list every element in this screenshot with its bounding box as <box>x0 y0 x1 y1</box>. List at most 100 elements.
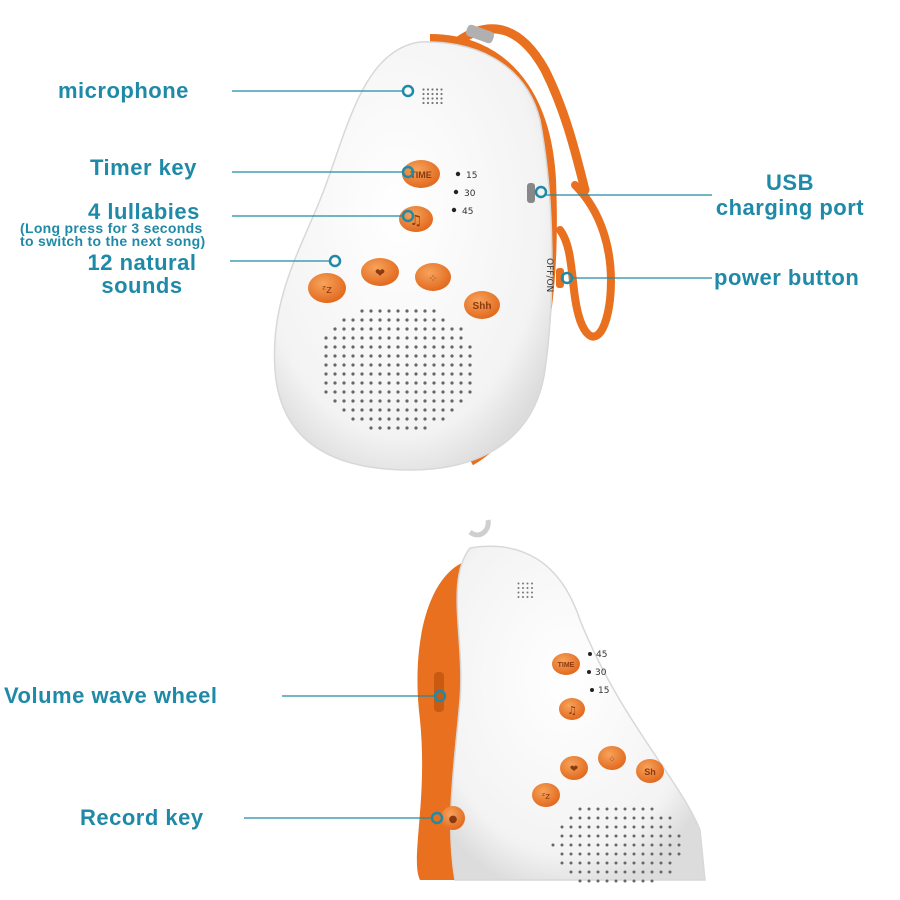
grill-dot <box>605 870 609 874</box>
grill-dot <box>641 861 645 865</box>
grill-dot <box>569 861 573 865</box>
grill-dot <box>441 408 445 412</box>
record-button[interactable]: ● <box>441 806 465 830</box>
heartbeat-button-bottom[interactable]: ❤ <box>560 756 588 780</box>
usb-port <box>527 183 535 203</box>
grill-dot <box>405 309 409 313</box>
lullaby-button-bottom[interactable]: ♫ <box>559 698 585 720</box>
grill-dot <box>351 417 355 421</box>
grill-dot <box>560 861 564 865</box>
grill-dot <box>432 399 436 403</box>
zzz-icon: ᶻz <box>542 792 550 802</box>
grill-dot <box>351 390 355 394</box>
natural-sounds-label-line-2: sounds <box>101 273 183 298</box>
grill-dot <box>587 879 591 883</box>
grill-dot <box>668 852 672 856</box>
grill-dot <box>587 861 591 865</box>
grill-dot <box>650 825 654 829</box>
rain-button[interactable]: ⁘ <box>415 263 451 291</box>
grill-dot <box>387 381 391 385</box>
grill-dot <box>405 426 409 430</box>
grill-dot <box>450 345 454 349</box>
grill-dot <box>569 843 573 847</box>
grill-dot <box>396 426 400 430</box>
grill-dot <box>578 807 582 811</box>
grill-dot <box>405 390 409 394</box>
grill-dot <box>423 345 427 349</box>
grill-dot <box>468 363 472 367</box>
grill-dot <box>422 92 425 96</box>
grill-dot <box>405 399 409 403</box>
grill-dot <box>387 318 391 322</box>
grill-dot <box>587 834 591 838</box>
grill-dot <box>450 408 454 412</box>
rain-button-bottom[interactable]: ⁘ <box>598 746 626 770</box>
sleep-button-bottom[interactable]: ᶻz <box>532 783 560 807</box>
grill-dot <box>396 336 400 340</box>
lullaby-button[interactable]: ♫ <box>399 206 433 232</box>
grill-dot <box>378 417 382 421</box>
grill-dot <box>324 363 328 367</box>
grill-dot <box>324 381 328 385</box>
grill-dot <box>468 354 472 358</box>
grill-dot <box>459 363 463 367</box>
grill-dot <box>632 861 636 865</box>
volume-wheel-label: Volume wave wheel <box>4 683 218 708</box>
grill-dot <box>423 336 427 340</box>
grill-dot <box>569 825 573 829</box>
grill-dot <box>405 318 409 322</box>
timer-option-45: 45 <box>462 207 473 217</box>
grill-dot <box>351 318 355 322</box>
grill-dot <box>614 816 618 820</box>
grill-dot <box>396 417 400 421</box>
grill-dot <box>596 852 600 856</box>
grill-dot <box>459 327 463 331</box>
grill-dot <box>560 825 564 829</box>
grill-dot <box>614 879 618 883</box>
timer-key-label: Timer key <box>90 155 197 180</box>
shh-button-bottom[interactable]: Sh <box>636 759 664 783</box>
sleep-button[interactable]: ᶻz <box>308 273 346 303</box>
grill-dot <box>517 596 520 598</box>
microphone-label: microphone <box>58 78 189 103</box>
grill-dot <box>414 363 418 367</box>
grill-dot <box>342 408 346 412</box>
zzz-icon: ᶻz <box>322 283 332 296</box>
grill-dot <box>605 834 609 838</box>
timer-option-15-bottom: 15 <box>598 686 609 696</box>
grill-dot <box>324 336 328 340</box>
grill-dot <box>659 816 663 820</box>
grill-dot <box>432 372 436 376</box>
grill-dot <box>342 354 346 358</box>
grill-dot <box>351 354 355 358</box>
grill-dot <box>614 870 618 874</box>
shh-button[interactable]: Shh <box>464 291 500 319</box>
grill-dot <box>378 354 382 358</box>
grill-dot <box>641 816 645 820</box>
grill-dot <box>614 861 618 865</box>
grill-dot <box>414 318 418 322</box>
grill-dot <box>422 97 425 100</box>
grill-dot <box>405 336 409 340</box>
grill-dot <box>423 354 427 358</box>
grill-dot <box>632 843 636 847</box>
lanyard-loop <box>556 181 615 341</box>
grill-dot <box>459 390 463 394</box>
timer-button-bottom[interactable]: TIME <box>552 653 580 675</box>
grill-dot <box>441 363 445 367</box>
grill-dot <box>414 345 418 349</box>
grill-dot <box>333 390 337 394</box>
grill-dot <box>378 363 382 367</box>
grill-dot <box>632 870 636 874</box>
timer-button[interactable]: TIME <box>402 160 440 188</box>
grill-dot <box>659 843 663 847</box>
heartbeat-button[interactable]: ❤ <box>361 258 399 286</box>
grill-dot <box>405 327 409 331</box>
grill-dot <box>668 861 672 865</box>
lullabies-note-line-1: (Long press for 3 seconds <box>20 220 203 236</box>
power-switch[interactable] <box>556 268 564 288</box>
grill-dot <box>641 843 645 847</box>
grill-dot <box>396 363 400 367</box>
grill-dot <box>641 879 645 883</box>
grill-dot <box>387 372 391 376</box>
